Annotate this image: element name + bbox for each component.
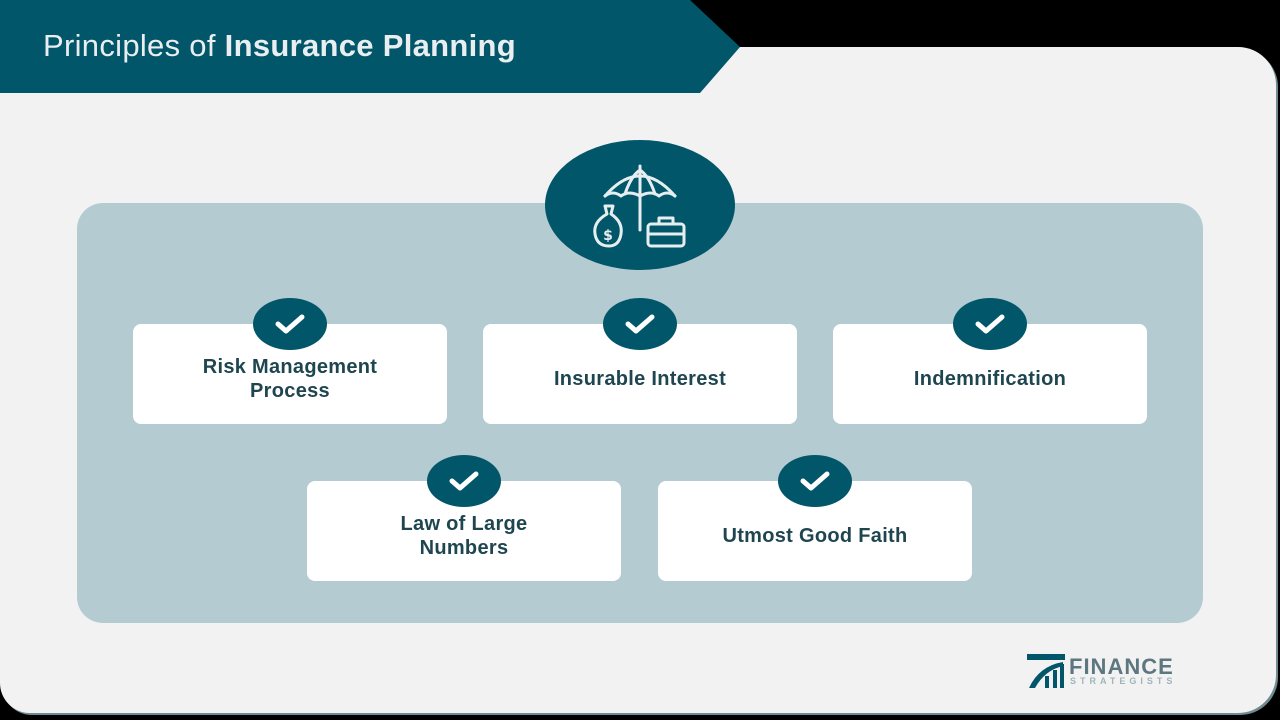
check-icon <box>253 298 327 350</box>
check-icon <box>953 298 1027 350</box>
principle-label: Law of Large Numbers <box>400 513 528 559</box>
umbrella-money-briefcase-icon: $ <box>545 140 735 270</box>
check-icon <box>603 298 677 350</box>
logo-text: FINANCE <box>1069 654 1174 679</box>
logo-mark-icon <box>1027 654 1065 688</box>
principle-card-insurable-interest: Insurable Interest <box>483 324 797 424</box>
principle-label: Indemnification <box>913 368 1067 390</box>
principle-label: Insurable Interest <box>553 368 727 390</box>
principle-label: Utmost Good Faith <box>722 525 908 547</box>
check-icon <box>427 455 501 507</box>
principle-label: Risk Management Process <box>202 356 378 402</box>
title-banner: Principles of Insurance Planning <box>0 0 740 93</box>
finance-strategists-logo: FINANCE STRATEGISTS <box>1025 652 1225 692</box>
svg-text:$: $ <box>603 228 613 244</box>
principle-card-risk-management: Risk Management Process <box>133 324 447 424</box>
check-icon <box>778 455 852 507</box>
title-prefix: Principles of <box>43 28 225 63</box>
page-title: Principles of Insurance Planning <box>43 28 516 64</box>
title-bold: Insurance Planning <box>224 28 517 63</box>
logo-subtext: STRATEGISTS <box>1070 676 1177 686</box>
